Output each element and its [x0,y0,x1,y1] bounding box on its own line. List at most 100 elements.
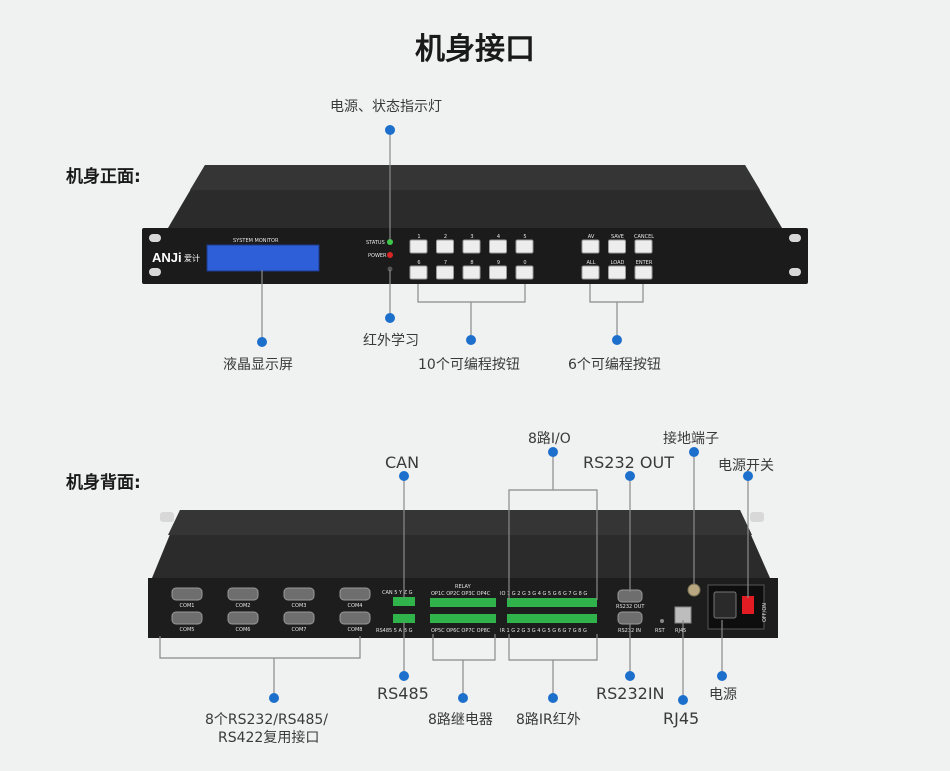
func-label: CANCEL [634,234,654,240]
com-port-label: COM8 [348,627,363,633]
num-label: 5 [523,234,526,240]
num-label: 8 [470,260,473,266]
com-callout-line1: 8个RS232/RS485/ [205,712,329,728]
com-port [283,587,315,601]
io-callout: 8路I/O [528,431,571,447]
num-key[interactable] [489,265,507,280]
func-key[interactable] [581,239,600,254]
indicator-callout: 电源、状态指示灯 [330,99,442,115]
func-key[interactable] [634,265,653,280]
rs485-terminal [393,614,415,623]
num-label: 0 [523,260,526,266]
com-port [171,611,203,625]
lcd-screen [206,244,320,272]
relay-top-label: OP1C OP2C OP3C OP4C [431,591,491,597]
rs232in-callout: RS232IN [596,684,665,703]
brand-cn: 爱计 [184,253,200,263]
num-key[interactable] [409,239,428,254]
num-key[interactable] [436,265,454,280]
rs485-port-label: RS485 5 A B G [376,628,413,634]
ten-buttons-callout-dot [466,335,476,345]
ir-label: IR 1 G 2 G 3 G 4 G 5 G 6 G 7 G 8 G [500,628,587,634]
func-label: LOAD [611,260,625,266]
num-key[interactable] [462,265,481,280]
com-port [283,611,315,625]
com-port-label: COM7 [292,627,307,633]
num-label: 9 [497,260,500,266]
page-title: 机身接口 [415,32,535,67]
com-port [339,587,371,601]
num-label: 1 [417,234,420,240]
status-led [387,239,393,245]
func-key[interactable] [608,239,626,254]
indicator-callout-dot [385,125,395,135]
ir-callout: 8路IR红外 [516,712,581,728]
power-led [387,252,393,258]
num-key[interactable] [436,239,454,254]
func-key[interactable] [608,265,626,280]
can-callout-dot [399,471,409,481]
rs485-callout-dot [399,671,409,681]
six-buttons-callout: 6个可编程按钮 [568,357,661,373]
num-key[interactable] [515,265,534,280]
ground-callout: 接地端子 [663,431,719,447]
num-label: 2 [444,234,447,240]
relay-callout-dot [458,693,468,703]
rs232-out-port-label: RS232 OUT [616,604,645,610]
com-port-label: COM6 [236,627,251,633]
power-switch-callout-dot [743,471,753,481]
can-callout: CAN [385,453,420,472]
func-label: ENTER [636,260,653,266]
func-label: AV [588,234,595,240]
com-port-label: COM4 [348,603,363,609]
func-key[interactable] [634,239,653,254]
ir-terminal [507,614,597,623]
com-callout-line2: RS422复用接口 [218,730,320,746]
func-key[interactable] [581,265,600,280]
num-label: 7 [444,260,447,266]
six-buttons-callout-dot [612,335,622,345]
ir-callout-dot [548,693,558,703]
com-port-label: COM2 [236,603,251,609]
power-callout-dot [717,671,727,681]
relay-label: RELAY [455,584,472,590]
offon-label: OFF/ON [762,603,768,622]
power-label: POWER [368,253,387,259]
relay-bottom-label: OP5C OP6C OP7C OP8C [431,628,491,634]
com-port [339,611,371,625]
rj45-callout: RJ45 [663,709,700,728]
rj45-callout-dot [678,695,688,705]
rst-label: RST [655,628,666,634]
com-port-label: COM5 [180,627,195,633]
rj45-port-label: RJ45 [675,628,686,634]
rs232out-callout-dot [625,471,635,481]
can-terminal [393,597,415,606]
num-key[interactable] [409,265,428,280]
power-switch-callout: 电源开关 [718,458,774,474]
com-port-label: COM1 [180,603,195,609]
num-label: 6 [417,260,420,266]
num-key[interactable] [515,239,534,254]
rs232in-callout-dot [625,671,635,681]
ten-buttons-callout: 10个可编程按钮 [418,357,520,373]
num-key[interactable] [462,239,481,254]
power-callout: 电源 [709,687,737,703]
lcd-callout-dot [257,337,267,347]
power-socket [713,591,737,619]
ir-learn-callout-dot [385,313,395,323]
io-label: IO 1 G 2 G 3 G 4 G 5 G 6 G 7 G 8 G [500,591,587,597]
num-key[interactable] [489,239,507,254]
com-port [227,611,259,625]
rs485-callout: RS485 [377,684,429,703]
brand-logo: ANJi [152,250,182,265]
lcd-label: SYSTEM MONITOR [233,238,279,244]
com-port [171,587,203,601]
back-heading: 机身背面: [66,473,141,493]
rst-button [660,619,664,623]
io-callout-dot [548,447,558,457]
com-callout-dot [269,693,279,703]
